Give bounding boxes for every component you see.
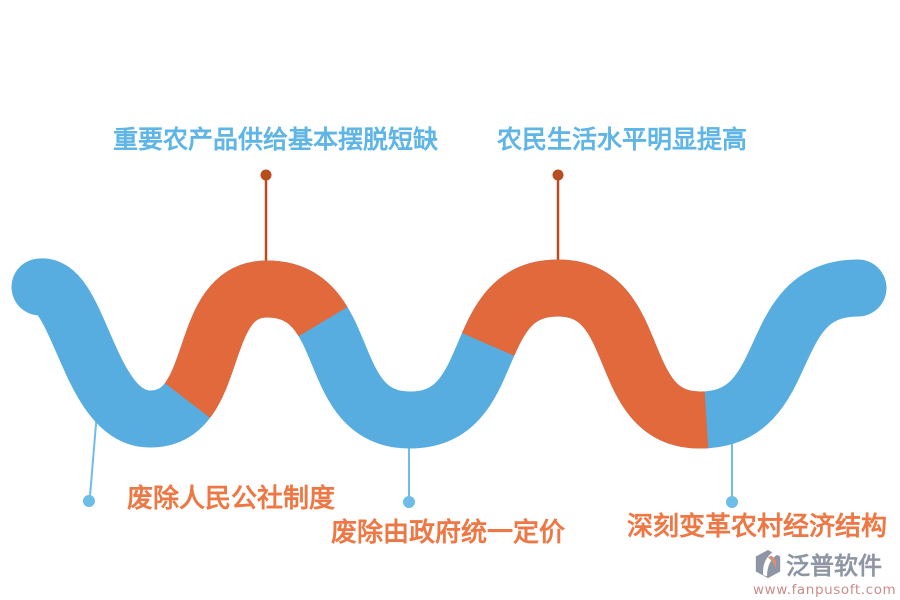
watermark-logo: 泛普软件 www.fanpusoft.com xyxy=(753,546,898,598)
wave-orange-segments xyxy=(33,258,860,449)
connector-line-bottom-1 xyxy=(89,411,98,497)
connector-bottom-3 xyxy=(726,442,738,508)
connector-dot-top-2 xyxy=(552,169,564,181)
fanpu-logo-icon xyxy=(755,549,781,578)
logo-name: 泛普软件 xyxy=(786,552,882,580)
connector-bottom-2 xyxy=(403,438,415,508)
label-bottom-3: 深刻变革农村经济结构 xyxy=(627,512,888,542)
wave-blue-path xyxy=(11,258,887,449)
label-bottom-2: 废除由政府统一定价 xyxy=(331,518,566,548)
label-top-2: 农民生活水平明显提高 xyxy=(497,125,748,154)
label-top-1: 重要农产品供给基本摆脱短缺 xyxy=(113,125,439,154)
label-bottom-1: 废除人民公社制度 xyxy=(127,484,336,514)
connector-dot-bottom-2 xyxy=(403,496,415,508)
connector-bottom-1 xyxy=(83,411,98,507)
connector-dot-bottom-3 xyxy=(726,496,738,508)
connector-dot-top-1 xyxy=(260,169,272,181)
connector-dot-bottom-1 xyxy=(83,495,95,507)
logo-url: www.fanpusoft.com xyxy=(753,582,897,598)
